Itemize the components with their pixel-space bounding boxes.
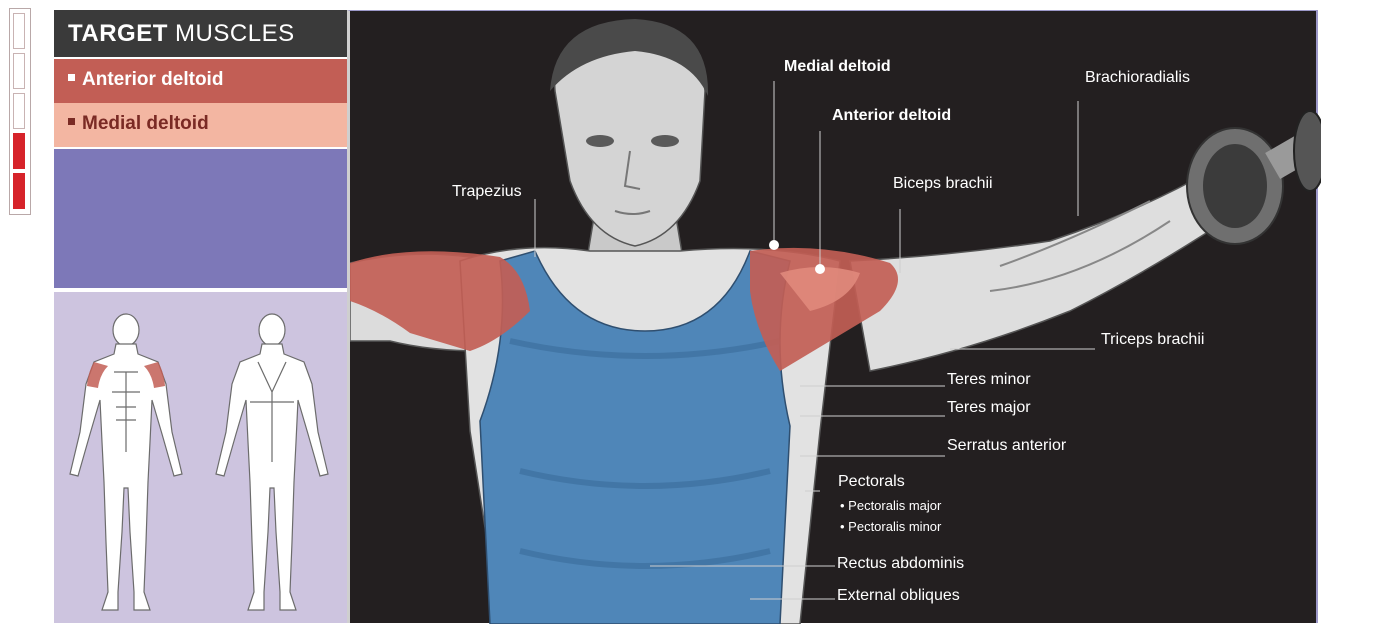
label-anterior-deltoid: Anterior deltoid [832, 107, 951, 125]
label-pectoralis-major: • Pectoralis major [840, 498, 941, 513]
anatomy-illustration: Medial deltoid Anterior deltoid Trapeziu… [347, 10, 1318, 623]
strip-cell-active [13, 133, 25, 169]
label-pectoralis-minor: • Pectoralis minor [840, 519, 941, 534]
target-muscles-panel: TARGET MUSCLES Anterior deltoid Medial d… [54, 10, 347, 623]
panel-title-rest: MUSCLES [168, 20, 295, 47]
strip-cell-active [13, 173, 25, 209]
back-body-figure [216, 314, 328, 610]
label-external-obliques: External obliques [837, 587, 960, 605]
label-triceps-brachii: Triceps brachii [1101, 331, 1204, 349]
strip-cell [13, 93, 25, 129]
front-body-figure [70, 314, 182, 610]
target-label: Anterior deltoid [82, 69, 223, 90]
target-row-medial-deltoid: Medial deltoid [54, 103, 347, 147]
label-teres-major: Teres major [947, 399, 1031, 417]
label-pectorals: Pectorals [838, 473, 905, 491]
target-row-anterior-deltoid: Anterior deltoid [54, 59, 347, 103]
strip-cell [13, 13, 25, 49]
label-biceps-brachii: Biceps brachii [893, 175, 993, 193]
color-block [54, 149, 347, 288]
dumbbell-icon [1187, 111, 1321, 244]
label-rectus-abdominis: Rectus abdominis [837, 555, 964, 573]
lateral-raise-figure [350, 11, 1321, 624]
strip-cell [13, 53, 25, 89]
label-teres-minor: Teres minor [947, 371, 1031, 389]
target-label: Medial deltoid [82, 113, 209, 134]
panel-title: TARGET MUSCLES [54, 10, 347, 57]
body-figures [54, 292, 347, 623]
label-trapezius: Trapezius [452, 183, 522, 201]
label-medial-deltoid: Medial deltoid [784, 58, 891, 76]
panel-title-bold: TARGET [68, 20, 168, 47]
progress-strip [9, 8, 31, 215]
bullet-square-icon [68, 74, 75, 81]
bullet-square-icon [68, 118, 75, 125]
label-brachioradialis: Brachioradialis [1085, 69, 1190, 87]
label-serratus-anterior: Serratus anterior [947, 437, 1066, 455]
body-figures-box [54, 292, 347, 623]
